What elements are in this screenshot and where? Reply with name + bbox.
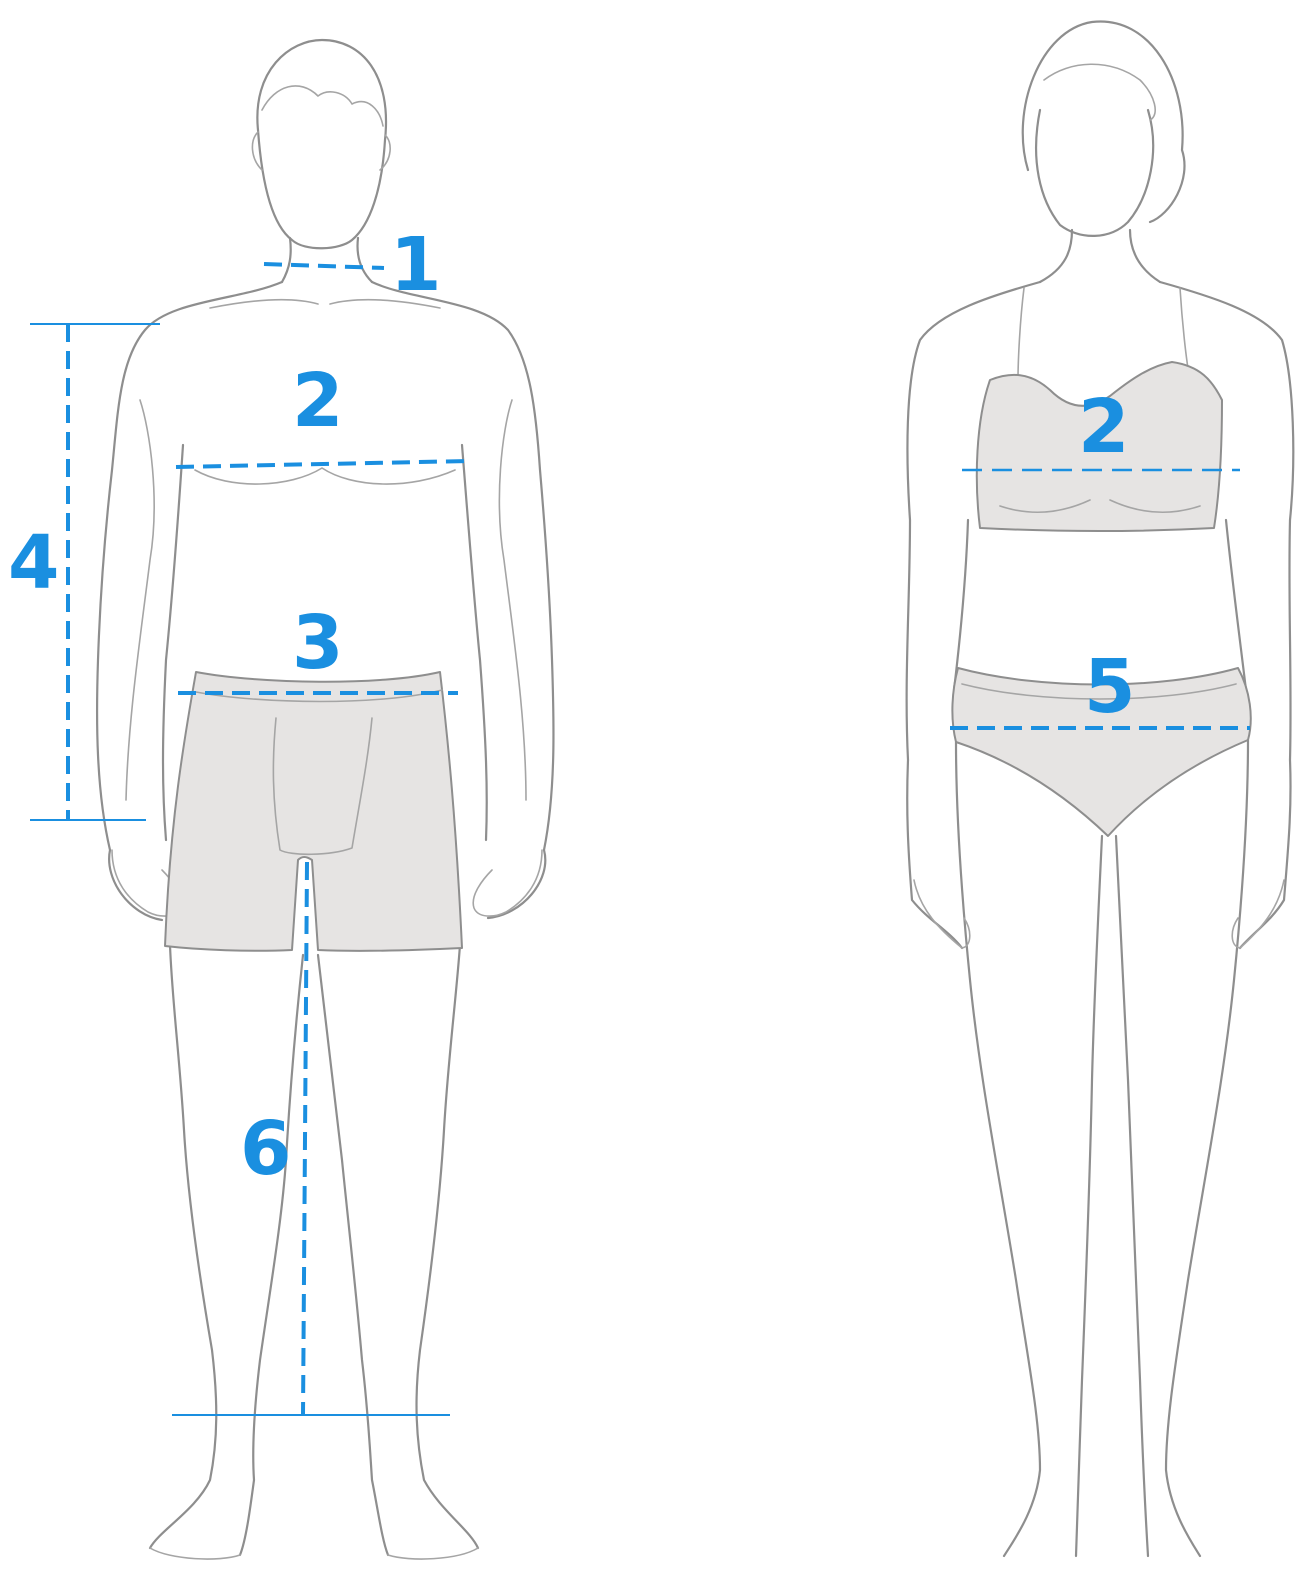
label-hip: 5 xyxy=(1084,644,1136,730)
label-neck: 1 xyxy=(390,222,442,308)
label-sleeve: 4 xyxy=(8,520,60,606)
label-waist: 3 xyxy=(292,600,344,686)
label-inseam: 6 xyxy=(240,1106,292,1192)
male-shorts xyxy=(165,672,462,951)
female-figure xyxy=(907,21,1294,1556)
label-chest-man: 2 xyxy=(292,358,344,444)
label-chest-woman: 2 xyxy=(1078,384,1130,470)
inseam-measure-line xyxy=(303,862,307,1415)
neck-measure-line xyxy=(264,264,384,268)
chest-measure-line-man xyxy=(176,461,470,467)
